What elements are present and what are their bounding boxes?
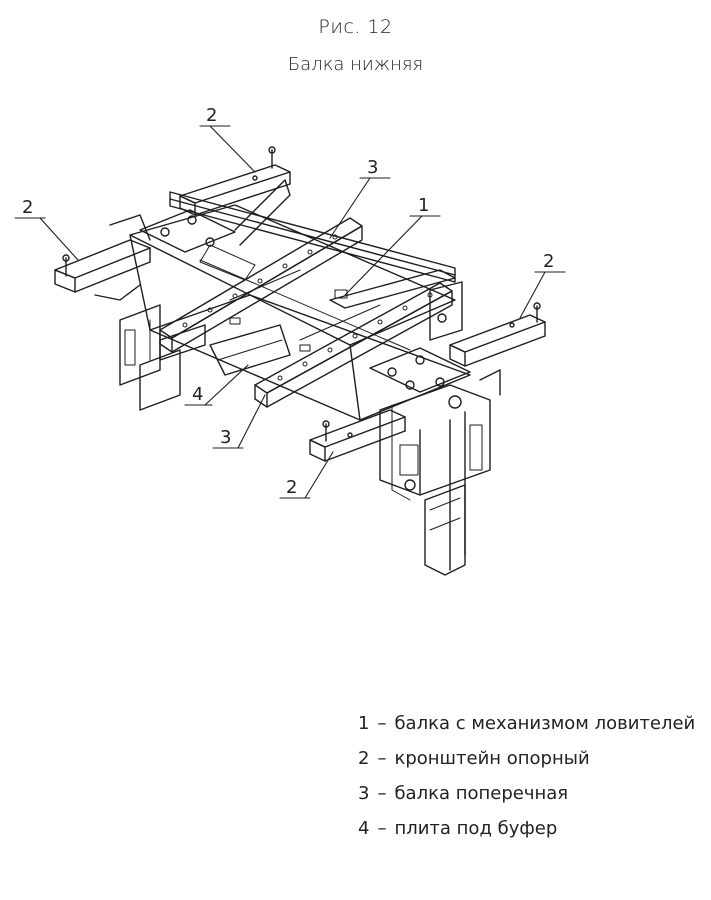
callout-2-top: 2 (206, 105, 217, 126)
legend-item: 2–кронштейн опорный (358, 745, 695, 780)
support-bracket-right (449, 302, 546, 396)
callout-3-top: 3 (367, 157, 378, 178)
legend-text: балка с механизмом ловителей (394, 713, 696, 734)
legend-number: 1 (358, 713, 370, 734)
legend-dash: – (377, 713, 387, 734)
callout-4: 4 (192, 384, 203, 405)
legend-item: 4–плита под буфер (358, 815, 695, 850)
catch-device-right (379, 384, 491, 576)
legend-dash: – (377, 783, 387, 804)
mounting-plate-upper (139, 209, 256, 281)
legend-dash: – (377, 818, 387, 839)
base-frame (129, 204, 471, 421)
catch-device-left (119, 304, 206, 411)
catch-mechanism-beam (329, 269, 463, 341)
support-bracket-left (54, 214, 151, 301)
rear-longitudinal-rail (169, 191, 456, 283)
callout-2-right: 2 (543, 251, 554, 272)
legend-text: плита под буфер (394, 818, 558, 839)
buffer-plate (209, 324, 291, 376)
callout-1: 1 (418, 195, 429, 216)
callout-3-bottom: 3 (220, 427, 231, 448)
mounting-plate-lower (369, 347, 471, 409)
legend-number: 4 (358, 818, 370, 839)
legend-number: 3 (358, 783, 370, 804)
transverse-beam-bottom (254, 282, 453, 408)
parts-legend: 1–балка с механизмом ловителей 2–кронште… (358, 710, 695, 850)
callout-2-left: 2 (22, 197, 33, 218)
legend-item: 1–балка с механизмом ловителей (358, 710, 695, 745)
legend-item: 3–балка поперечная (358, 780, 695, 815)
callout-leaders (14, 125, 566, 499)
callout-2-bottom: 2 (286, 477, 297, 498)
support-bracket-top (179, 146, 291, 246)
transverse-beam-top (159, 217, 363, 353)
support-bracket-bottom (309, 409, 406, 462)
legend-text: балка поперечная (394, 783, 569, 804)
figure-number: Рис. 12 (318, 16, 393, 38)
legend-text: кронштейн опорный (394, 748, 590, 769)
legend-dash: – (377, 748, 387, 769)
figure-title: Балка нижняя (287, 54, 424, 75)
legend-number: 2 (358, 748, 370, 769)
